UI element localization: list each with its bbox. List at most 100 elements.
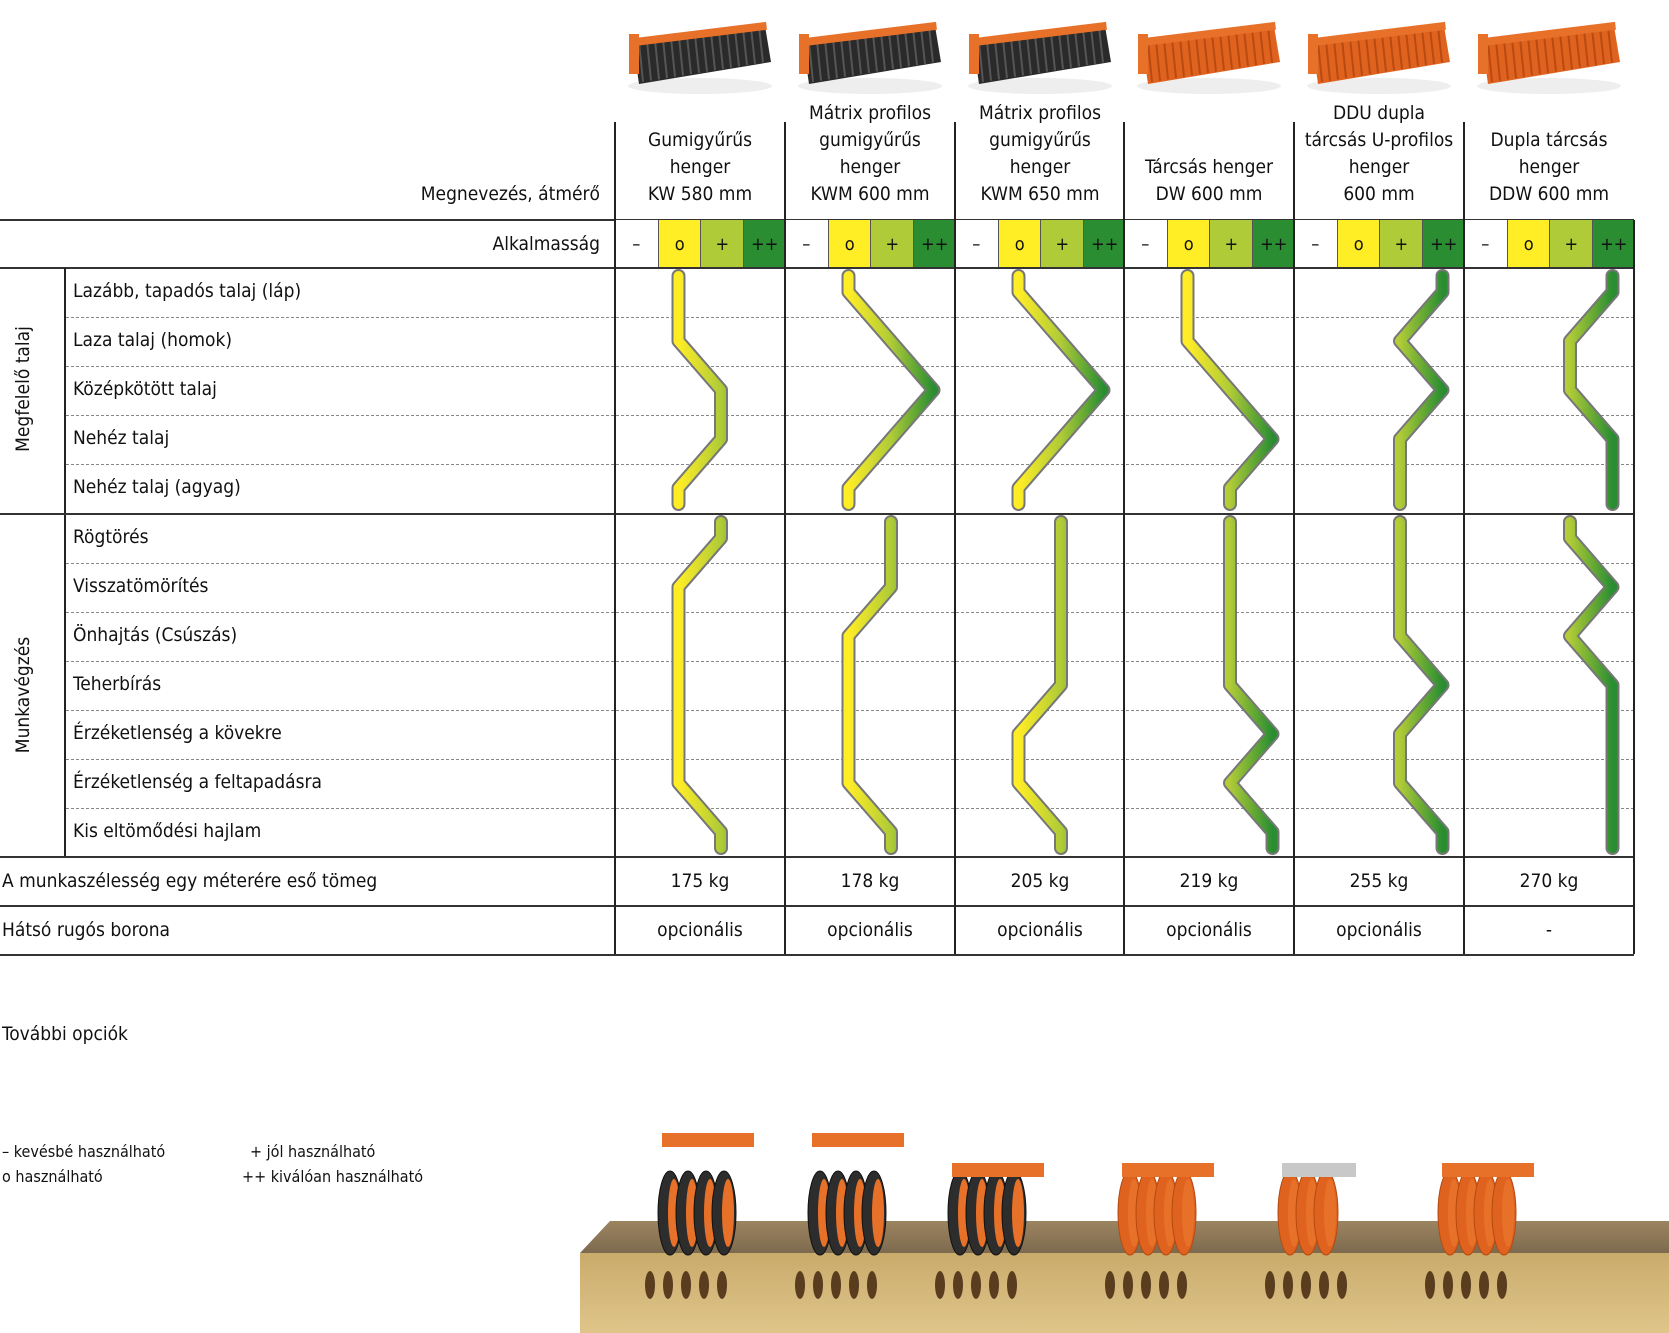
column-divider: [614, 122, 616, 954]
machine-name-line: KWM 600 mm: [810, 183, 930, 205]
group-label-work: Munkavégzés: [12, 636, 34, 754]
machine-name-line: DDW 600 mm: [1488, 183, 1609, 205]
legend-text: kiválóan használható: [270, 1167, 424, 1186]
machine-name-line: 600 mm: [1343, 183, 1415, 205]
harrow-label: Hátsó rugós borona: [2, 919, 171, 941]
curve-outline: [1563, 269, 1620, 511]
machine-name-line: Dupla tárcsás: [1490, 129, 1608, 151]
row-separator: [66, 612, 1634, 613]
curve-soil-4: [1395, 271, 1448, 509]
group-divider: [0, 513, 1634, 515]
row-separator: [66, 661, 1634, 662]
curve-soil-1: [843, 271, 939, 509]
options-title: További opciók: [2, 1023, 128, 1045]
ddw-roller-image: [1477, 21, 1621, 94]
roller-cross-section: [1425, 1163, 1534, 1299]
scale-cell: –: [1464, 220, 1507, 268]
group-label-soil: Megfelelő talaj: [12, 326, 34, 452]
row-separator: [66, 415, 1634, 416]
roller-options-illustration: [580, 1133, 1669, 1333]
column-divider: [1633, 220, 1635, 954]
roller-cross-section: [795, 1133, 904, 1299]
legend-text: jól használható: [266, 1142, 376, 1161]
curve-work-5: [1565, 517, 1618, 853]
machine-name-line: Tárcsás henger: [1144, 156, 1274, 178]
curve-outline: [671, 269, 728, 511]
machine-name-line: KWM 650 mm: [980, 183, 1100, 205]
machine-name-line: henger: [1518, 156, 1580, 178]
legend-item: ++ kiválóan használható: [242, 1166, 423, 1188]
harrow-divider: [0, 954, 1634, 956]
criteria-row-label: Rögtörés: [73, 526, 149, 548]
criteria-row-label: Középkötött talaj: [73, 378, 217, 400]
curve-soil-3: [1182, 271, 1278, 509]
matrix-rubber-roller-650-image: [968, 21, 1112, 94]
matrix-rubber-roller-image: [798, 21, 942, 94]
machine-name-line: henger: [1348, 156, 1410, 178]
curve-work-4: [1395, 517, 1448, 853]
scale-cell: ++: [1421, 220, 1465, 268]
scale-cell: o: [1166, 220, 1210, 268]
column-divider: [1293, 122, 1295, 954]
machine-name-line: KW 580 mm: [647, 183, 753, 205]
legend-item: – kevésbé használható: [2, 1141, 165, 1163]
row-separator: [66, 366, 1634, 367]
column-divider: [784, 122, 786, 954]
machine-name-line: henger: [1009, 156, 1071, 178]
scale-cell: +: [1549, 220, 1593, 268]
legend-symbol: o: [2, 1167, 11, 1186]
legend-text: használható: [15, 1167, 103, 1186]
curve-work-2: [1013, 517, 1066, 853]
machine-name-line: Mátrix profilos: [808, 102, 932, 124]
scale-cell: ++: [742, 220, 786, 268]
legend-symbol: +: [250, 1142, 263, 1161]
work-bottom-divider: [0, 856, 1634, 858]
criteria-row-label: Laza talaj (homok): [73, 329, 233, 351]
curve-outline: [841, 515, 898, 855]
machine-name-line: henger: [839, 156, 901, 178]
scale-cell: –: [955, 220, 998, 268]
harrow-value: opcionális: [1166, 919, 1252, 941]
criteria-row-label: Érzéketlenség a feltapadásra: [73, 771, 322, 793]
weight-value: 255 kg: [1349, 870, 1409, 892]
suitability-label: Alkalmasság: [492, 233, 601, 255]
weight-divider: [0, 905, 1634, 907]
scale-cell: ++: [912, 220, 956, 268]
name-diameter-label: Megnevezés, átmérő: [420, 183, 600, 205]
machine-name-line: Mátrix profilos: [978, 102, 1102, 124]
scale-cell: o: [1336, 220, 1380, 268]
machine-name-line: tárcsás U-profilos: [1304, 129, 1454, 151]
legend-item: o használható: [2, 1166, 103, 1188]
machine-name-line: gumigyűrűs: [989, 129, 1091, 151]
criteria-row-label: Érzéketlenség a kövekre: [73, 722, 282, 744]
curve-outline: [1011, 515, 1068, 855]
harrow-value: opcionális: [1336, 919, 1422, 941]
row-separator: [66, 808, 1634, 809]
weight-value: 178 kg: [840, 870, 900, 892]
legend-text: kevésbé használható: [13, 1142, 166, 1161]
criteria-row-label: Teherbírás: [73, 673, 162, 695]
curve-outline: [1393, 269, 1450, 511]
harrow-value: opcionális: [827, 919, 913, 941]
machine-name-line: DW 600 mm: [1155, 183, 1263, 205]
criteria-row-label: Lazább, tapadós talaj (láp): [73, 280, 302, 302]
machine-name-line: gumigyűrűs: [819, 129, 921, 151]
curve-soil-0: [673, 271, 726, 509]
curve-outline: [671, 515, 728, 855]
curve-outline: [1563, 515, 1620, 855]
curve-outline: [1223, 515, 1280, 855]
scale-cell: o: [827, 220, 871, 268]
column-divider: [1123, 122, 1125, 954]
scale-cell: +: [700, 220, 744, 268]
scale-cell: +: [1209, 220, 1253, 268]
curve-outline: [1180, 269, 1280, 511]
disc-roller-image: [1137, 21, 1281, 94]
scale-cell: +: [1040, 220, 1084, 268]
suitability-divider: [0, 267, 1634, 269]
criteria-row-label: Önhajtás (Csúszás): [73, 624, 238, 646]
scale-cell: –: [1124, 220, 1167, 268]
scale-cell: +: [1379, 220, 1423, 268]
